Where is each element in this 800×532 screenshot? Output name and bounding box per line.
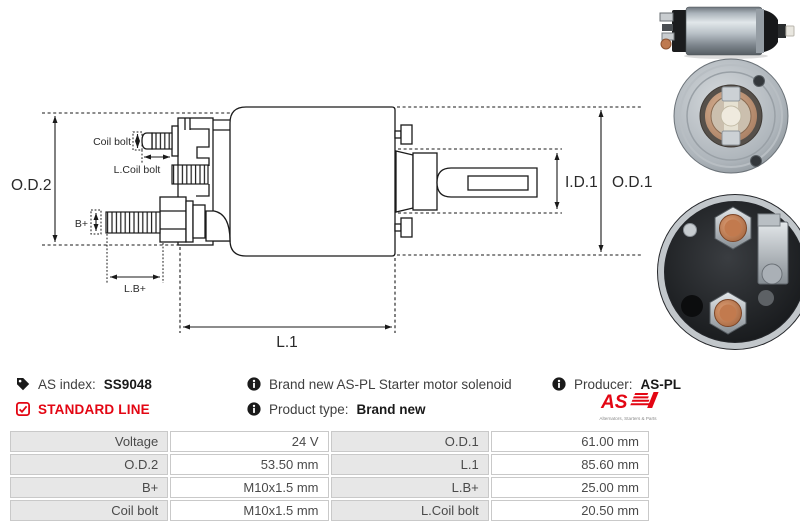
spec-value: 24 V [170, 431, 329, 452]
producer-row: Producer: AS-PL [552, 376, 681, 392]
info-icon [552, 377, 566, 391]
as-pl-logo-stripes [630, 392, 659, 408]
solenoid-body-outline [229, 106, 396, 257]
dim-label-id1: I.D.1 [565, 174, 598, 191]
as-index-row: AS index: SS9048 [16, 376, 152, 392]
table-row: B+ M10x1.5 mm L.B+ 25.00 mm [10, 477, 649, 498]
spec-label: L.Coil bolt [330, 500, 489, 521]
as-index-value: SS9048 [103, 376, 152, 392]
dim-label-l-coil-bolt: L.Coil bolt [114, 164, 161, 176]
dim-label-od2: O.D.2 [11, 177, 51, 194]
spec-value: 61.00 mm [490, 431, 649, 452]
dim-label-l1: L.1 [276, 334, 298, 351]
spec-table: Voltage 24 V O.D.1 61.00 mm O.D.2 53.50 … [8, 429, 651, 523]
product-description: Brand new AS-PL Starter motor solenoid [269, 376, 512, 392]
product-type-row: Product type: Brand new [247, 401, 426, 417]
dim-label-coil-bolt: Coil bolt [93, 136, 131, 148]
spec-value: 53.50 mm [170, 454, 329, 475]
dim-label-b-plus: B+ [75, 218, 88, 230]
spec-label: Coil bolt [10, 500, 169, 521]
info-icon [247, 402, 261, 416]
producer-value: AS-PL [640, 376, 682, 392]
checked-checkbox-icon [16, 402, 30, 416]
as-pl-logo: AS Alternators, Starters & Parts [599, 392, 659, 421]
spec-label: B+ [10, 477, 169, 498]
spec-label: O.D.2 [10, 454, 169, 475]
info-icon [247, 377, 261, 391]
spec-label: Voltage [10, 431, 169, 452]
product-photo-front-view[interactable] [658, 56, 800, 178]
spec-label: L.1 [330, 454, 489, 475]
table-row: Coil bolt M10x1.5 mm L.Coil bolt 20.50 m… [10, 500, 649, 521]
product-type-label: Product type: [269, 401, 349, 417]
as-pl-logo-text: AS [600, 392, 628, 413]
spec-value: M10x1.5 mm [170, 477, 329, 498]
dim-label-l-b-plus: L.B+ [124, 283, 146, 295]
standard-line-row: STANDARD LINE [16, 401, 150, 417]
table-row: Voltage 24 V O.D.1 61.00 mm [10, 431, 649, 452]
producer-label: Producer: [574, 376, 633, 392]
solenoid-dimension-diagram: O.D.2 Coil bolt L.Coil bolt B+ [11, 106, 652, 351]
tag-icon [16, 377, 30, 391]
product-type-value: Brand new [356, 401, 426, 417]
as-pl-logo-tagline: Alternators, Starters & Parts [599, 416, 657, 421]
spec-label: L.B+ [330, 477, 489, 498]
product-photo-side-view[interactable] [656, 2, 800, 60]
spec-value: 85.60 mm [490, 454, 649, 475]
product-photo-rear-terminals-view[interactable] [654, 186, 800, 354]
as-index-label: AS index: [38, 376, 96, 392]
spec-label: O.D.1 [330, 431, 489, 452]
description-row: Brand new AS-PL Starter motor solenoid [247, 376, 512, 392]
spec-value: 20.50 mm [490, 500, 649, 521]
dim-label-od1: O.D.1 [612, 174, 652, 191]
spec-value: M10x1.5 mm [170, 500, 329, 521]
table-row: O.D.2 53.50 mm L.1 85.60 mm [10, 454, 649, 475]
standard-line-badge: STANDARD LINE [38, 401, 150, 417]
spec-value: 25.00 mm [490, 477, 649, 498]
